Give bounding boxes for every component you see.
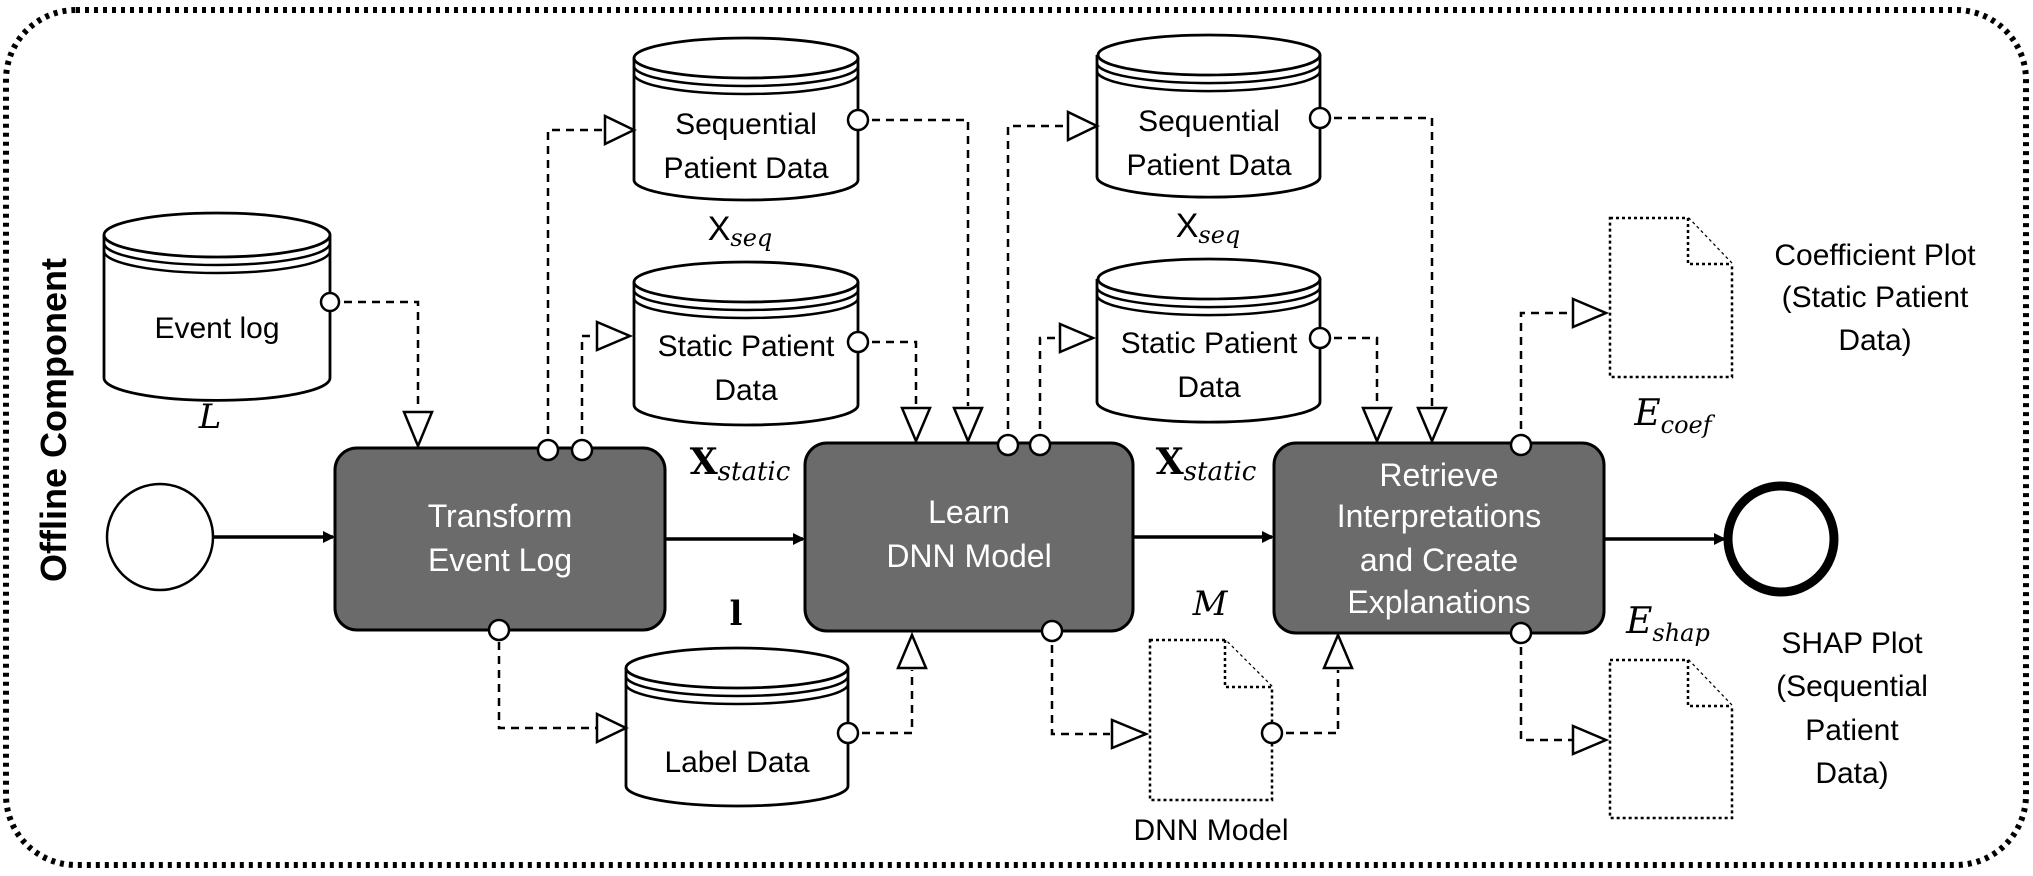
src-dot-transform-static [570,438,594,462]
src-dot-learn-seq [996,433,1020,457]
tgt-tri-retrieve-static [1361,406,1393,445]
static2-line2: Data [1177,371,1241,404]
transform-line1: Transform [428,498,573,534]
label-data-label: Label Data [664,746,809,779]
task-transform-event-log: Transform Event Log [333,446,667,632]
src-dot-dnnmodel [1260,721,1284,745]
symbol-xseq-2: Xseq [1176,207,1241,249]
document-shap-plot [1608,658,1734,820]
task-learn-dnn-model: Learn DNN Model [803,441,1135,633]
tgt-tri-learn-seq [952,406,984,445]
src-dot-eventlog [319,291,341,313]
src-dot-label [836,721,860,745]
src-dot-seq1 [846,108,870,132]
dnn-model-doc-label: DNN Model [1133,814,1288,847]
tgt-tri-seq1 [603,114,637,146]
assoc-learn-dnnmodel [1050,631,1110,736]
assoc-seq2-retrieve [1320,116,1434,406]
assoc-static1-learn [858,340,918,406]
learn-line1: Learn [928,494,1010,530]
seq2-line1: Sequential [1138,105,1280,138]
task-retrieve-interpretations: Retrieve Interpretations and Create Expl… [1272,441,1606,635]
document-dnn-model [1148,638,1274,802]
offline-component-border [3,7,2029,868]
assoc-eventlog-transform [330,300,420,410]
tgt-tri-transform [402,410,434,450]
assoc-retrieve-shap [1519,633,1573,742]
static1-line2: Data [714,374,778,407]
datastore-event-log: Event log [102,211,332,402]
retrieve-line4: Explanations [1347,584,1530,620]
retrieve-line3: and Create [1360,542,1518,578]
tgt-tri-static1 [595,320,634,352]
learn-line2: DNN Model [886,538,1051,574]
assoc-learn-seq2 [1006,124,1068,443]
src-dot-retrieve-shap [1509,621,1533,645]
tgt-tri-static2 [1058,322,1097,354]
tgt-tri-shap [1571,724,1610,756]
src-dot-learn-static [1028,433,1052,457]
seq1-line2: Patient Data [663,152,828,185]
seq1-line1: Sequential [675,108,817,141]
symbol-xstatic-1: Xstatic [690,441,791,487]
src-dot-learn-model [1040,619,1064,643]
static2-line1: Static Patient [1121,327,1298,360]
tgt-tri-label [595,712,629,744]
assoc-label-learn [848,670,914,735]
assoc-dnnmodel-retrieve [1272,670,1340,735]
coef-plot-line2: (Static Patient [1782,281,1969,314]
coef-plot-line1: Coefficient Plot [1774,239,1976,272]
assoc-transform-seq1 [546,128,605,448]
retrieve-line1: Retrieve [1379,457,1498,493]
tgt-tri-coef [1571,297,1610,329]
symbol-xstatic-2: Xstatic [1156,441,1257,487]
tgt-tri-retrieve-model [1322,631,1354,670]
src-dot-transform-seq [536,438,560,462]
assoc-static2-retrieve [1320,336,1379,406]
datastore-sequential-2: Sequential Patient Data [1095,33,1322,199]
symbol-ecoef: Ecoef [1633,393,1715,439]
assoc-retrieve-coef [1519,311,1573,443]
src-dot-seq2 [1308,106,1332,130]
datastore-sequential-1: Sequential Patient Data [632,36,860,202]
datastore-label-data: Label Data [624,646,850,808]
symbol-eshap: Eshap [1625,601,1710,647]
transform-line2: Event Log [428,542,572,578]
src-dot-retrieve-coef [1509,433,1533,457]
tgt-tri-retrieve-seq [1416,406,1448,445]
datastore-static-2: Static Patient Data [1095,257,1322,424]
start-event [105,482,215,592]
src-dot-transform-label [487,618,511,642]
assoc-seq1-learn [858,118,970,406]
component-label: Offline Component [33,258,74,582]
seq2-line2: Patient Data [1126,149,1291,182]
tgt-tri-learn-static [900,406,932,445]
shap-plot-line4: Data) [1815,757,1888,790]
symbol-xseq-1: Xseq [708,210,773,252]
symbol-M: M [1192,584,1229,624]
symbol-L: L [198,397,222,437]
assoc-learn-static2 [1038,336,1058,443]
tgt-tri-learn-label [896,631,928,670]
tgt-tri-dnnmodel [1110,718,1150,750]
retrieve-line2: Interpretations [1337,498,1542,534]
shap-plot-line1: SHAP Plot [1781,627,1923,660]
shap-plot-line2: (Sequential [1776,670,1928,703]
datastore-static-1: Static Patient Data [632,260,860,427]
assoc-transform-static1 [580,334,597,448]
symbol-l: l [730,594,743,634]
event-log-label: Event log [154,312,279,345]
src-dot-static2 [1308,326,1332,350]
static1-line1: Static Patient [658,330,835,363]
end-event [1723,481,1839,597]
document-coefficient-plot [1608,216,1734,379]
shap-plot-line3: Patient [1805,714,1899,747]
assoc-transform-label [497,628,597,730]
tgt-tri-seq2 [1066,110,1100,142]
src-dot-static1 [846,330,870,354]
coef-plot-line3: Data) [1838,324,1911,357]
